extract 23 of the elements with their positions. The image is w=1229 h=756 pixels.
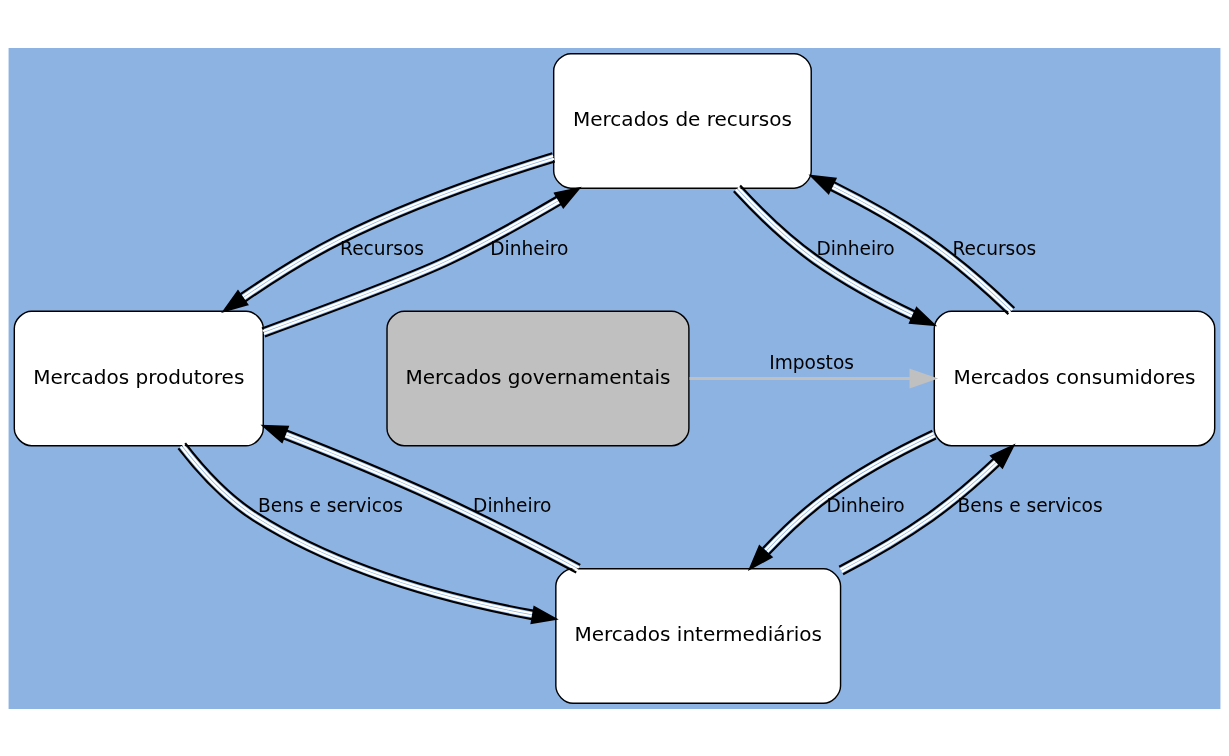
node-box: Mercados consumidores	[933, 310, 1216, 446]
node-box: Mercados intermediários	[555, 567, 842, 704]
arrow	[689, 367, 939, 389]
arrow	[733, 184, 938, 326]
arrow	[808, 173, 1016, 315]
arrow	[260, 424, 581, 573]
edge-label: Dinheiro	[490, 237, 569, 259]
arrow	[177, 442, 559, 624]
arrow	[838, 442, 1016, 575]
edge-label: Bens e servicos	[957, 494, 1103, 516]
arrow	[261, 186, 582, 337]
node-box: Mercados produtores	[13, 310, 264, 446]
arrow	[221, 151, 556, 313]
node-box: Mercados governamentais	[386, 310, 690, 446]
edge-label: Dinheiro	[473, 494, 552, 516]
edge-label: Impostos	[769, 351, 854, 373]
edge-label: Dinheiro	[826, 494, 905, 516]
edge-label: Bens e servicos	[257, 494, 404, 516]
node-box: Mercados de recursos	[552, 52, 812, 189]
edge-label: Recursos	[340, 237, 424, 259]
edge-label: Dinheiro	[816, 237, 895, 259]
arrow	[747, 429, 937, 571]
edge-label: Recursos	[952, 237, 1037, 259]
